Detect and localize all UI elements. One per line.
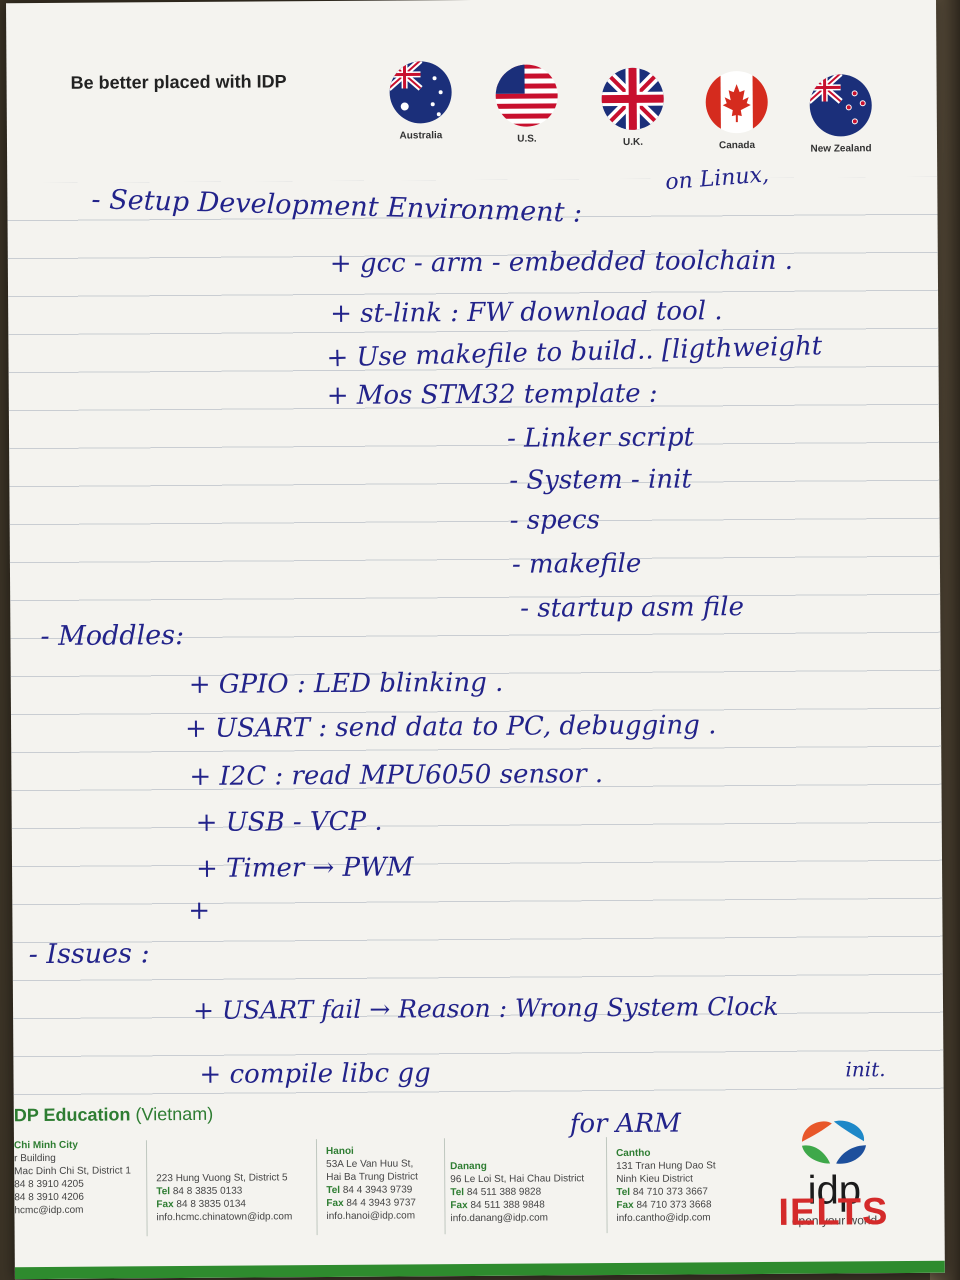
note-setup-item-4: + Mos STM32 template :: [326, 378, 658, 412]
office-city: Hanoi: [325, 1145, 354, 1158]
fax-label: Fax: [156, 1199, 174, 1211]
office-email: hcmc@idp.com: [14, 1204, 84, 1217]
divider: [605, 1137, 608, 1234]
office-fax: 84 710 373 3668: [636, 1199, 712, 1211]
office-fax: 84 8 3910 4206: [14, 1191, 84, 1204]
office-line: r Building: [14, 1152, 56, 1165]
note-issue-item-1b: init.: [845, 1057, 886, 1082]
note-module-item-5: + Timer → PWM: [195, 852, 414, 884]
note-module-item-6: +: [188, 895, 211, 926]
flag-uk: U.K.: [600, 67, 665, 148]
notepad-page: Be better placed with IDP Australia: [6, 0, 945, 1280]
office-fax: 84 4 3943 9737: [346, 1197, 416, 1209]
footer-brand: DP Education (Vietnam): [14, 1104, 214, 1126]
divider: [443, 1138, 446, 1235]
note-setup-heading: - Setup Development Environment :: [91, 184, 583, 229]
office-city: Cantho: [616, 1147, 651, 1160]
idp-logo: idp open your world: [784, 1113, 885, 1228]
office-line: Mac Dinh Chi St, District 1: [14, 1165, 131, 1178]
office-line: Ninh Kieu District: [616, 1173, 693, 1186]
flag-new-zealand: New Zealand: [809, 73, 874, 155]
office-email: info.hanoi@idp.com: [326, 1210, 416, 1223]
uk-flag-icon: [601, 67, 664, 131]
office-hanoi: Hanoi 53A Le Van Huu St, Hai Ba Trung Di…: [326, 1144, 418, 1223]
note-template-item-3: - specs: [509, 505, 601, 536]
office-line: 96 Le Loi St, Hai Chau District: [450, 1173, 585, 1186]
office-line: 53A Le Van Huu St,: [326, 1158, 414, 1171]
tel-label: Tel: [156, 1186, 171, 1198]
office-line: 223 Hung Vuong St, District 5: [156, 1172, 288, 1185]
note-setup-item-1: + gcc - arm - embedded toolchain .: [329, 245, 794, 279]
note-issue-item-2: + compile libc gg: [199, 1058, 431, 1090]
note-template-item-5: - startup asm file: [520, 592, 745, 624]
office-hcmc-chinatown: 223 Hung Vuong St, District 5 Tel 84 8 3…: [156, 1171, 292, 1224]
fax-label: Fax: [450, 1200, 468, 1212]
flag-australia: Australia: [388, 60, 453, 142]
note-module-item-2: + USART : send data to PC, debugging .: [184, 710, 717, 745]
note-module-item-4: + USB - VCP .: [195, 806, 383, 838]
note-template-item-2: - System - init: [509, 464, 692, 496]
note-modules-heading: - Moddles:: [40, 620, 185, 653]
note-on-linux: on Linux,: [664, 162, 770, 196]
office-fax: 84 511 388 9848: [470, 1199, 545, 1212]
office-tel: 84 4 3943 9739: [342, 1184, 413, 1196]
flag-us: U.S.: [494, 63, 559, 145]
office-fax: 84 8 3835 0134: [176, 1198, 246, 1211]
note-issues-heading: - Issues :: [28, 938, 150, 971]
fax-label: Fax: [326, 1197, 344, 1210]
note-template-item-4: - makefile: [511, 548, 642, 580]
office-danang: Danang 96 Le Loi St, Hai Chau District T…: [450, 1159, 584, 1225]
flag-canada: Canada: [704, 70, 769, 151]
office-tel: 84 710 373 3667: [632, 1186, 708, 1198]
office-city: Chi Minh City: [13, 1139, 78, 1152]
tel-label: Tel: [616, 1186, 631, 1199]
ielts-logo: IELTS: [778, 1191, 889, 1234]
globe-icon: [801, 1120, 867, 1164]
fax-label: Fax: [616, 1199, 634, 1212]
office-line: 131 Tran Hung Dao St: [616, 1160, 716, 1173]
office-hcmc: Chi Minh City r Building Mac Dinh Chi St…: [14, 1138, 131, 1217]
note-module-item-3: + I2C : read MPU6050 sensor .: [189, 759, 604, 792]
divider: [145, 1140, 148, 1237]
office-tel: 84 8 3835 0133: [172, 1185, 243, 1198]
tel-label: Tel: [450, 1187, 465, 1199]
tel-label: Tel: [326, 1184, 341, 1197]
australia-flag-icon: [389, 61, 452, 124]
office-line: Hai Ba Trung District: [326, 1171, 418, 1184]
footer-brand-sub: (Vietnam): [135, 1103, 214, 1125]
office-tel: 84 8 3910 4205: [14, 1178, 84, 1191]
letterhead-footer: DP Education (Vietnam) Chi Minh City r B…: [14, 1087, 945, 1279]
note-setup-item-3: + Use makefile to build.. [ligthweight: [326, 331, 823, 374]
footer-brand-name: DP Education: [13, 1104, 131, 1126]
canada-flag-icon: [705, 70, 768, 134]
us-flag-icon: [495, 64, 558, 127]
office-city: Danang: [450, 1160, 487, 1173]
note-setup-item-2: + st-link : FW download tool .: [330, 296, 723, 329]
office-email: info.cantho@idp.com: [616, 1212, 711, 1225]
office-email: info.hcmc.chinatown@idp.com: [156, 1211, 293, 1224]
note-module-item-1: + GPIO : LED blinking .: [188, 667, 504, 700]
divider: [315, 1139, 318, 1236]
new-zealand-flag-icon: [809, 74, 872, 137]
note-template-item-1: - Linker script: [506, 422, 695, 454]
office-cantho: Cantho 131 Tran Hung Dao St Ninh Kieu Di…: [616, 1146, 716, 1225]
office-email: info.danang@idp.com: [450, 1212, 548, 1225]
office-tel: 84 511 388 9828: [466, 1186, 542, 1199]
note-issue-item-1: + USART fail → Reason : Wrong System Clo…: [192, 991, 779, 1025]
